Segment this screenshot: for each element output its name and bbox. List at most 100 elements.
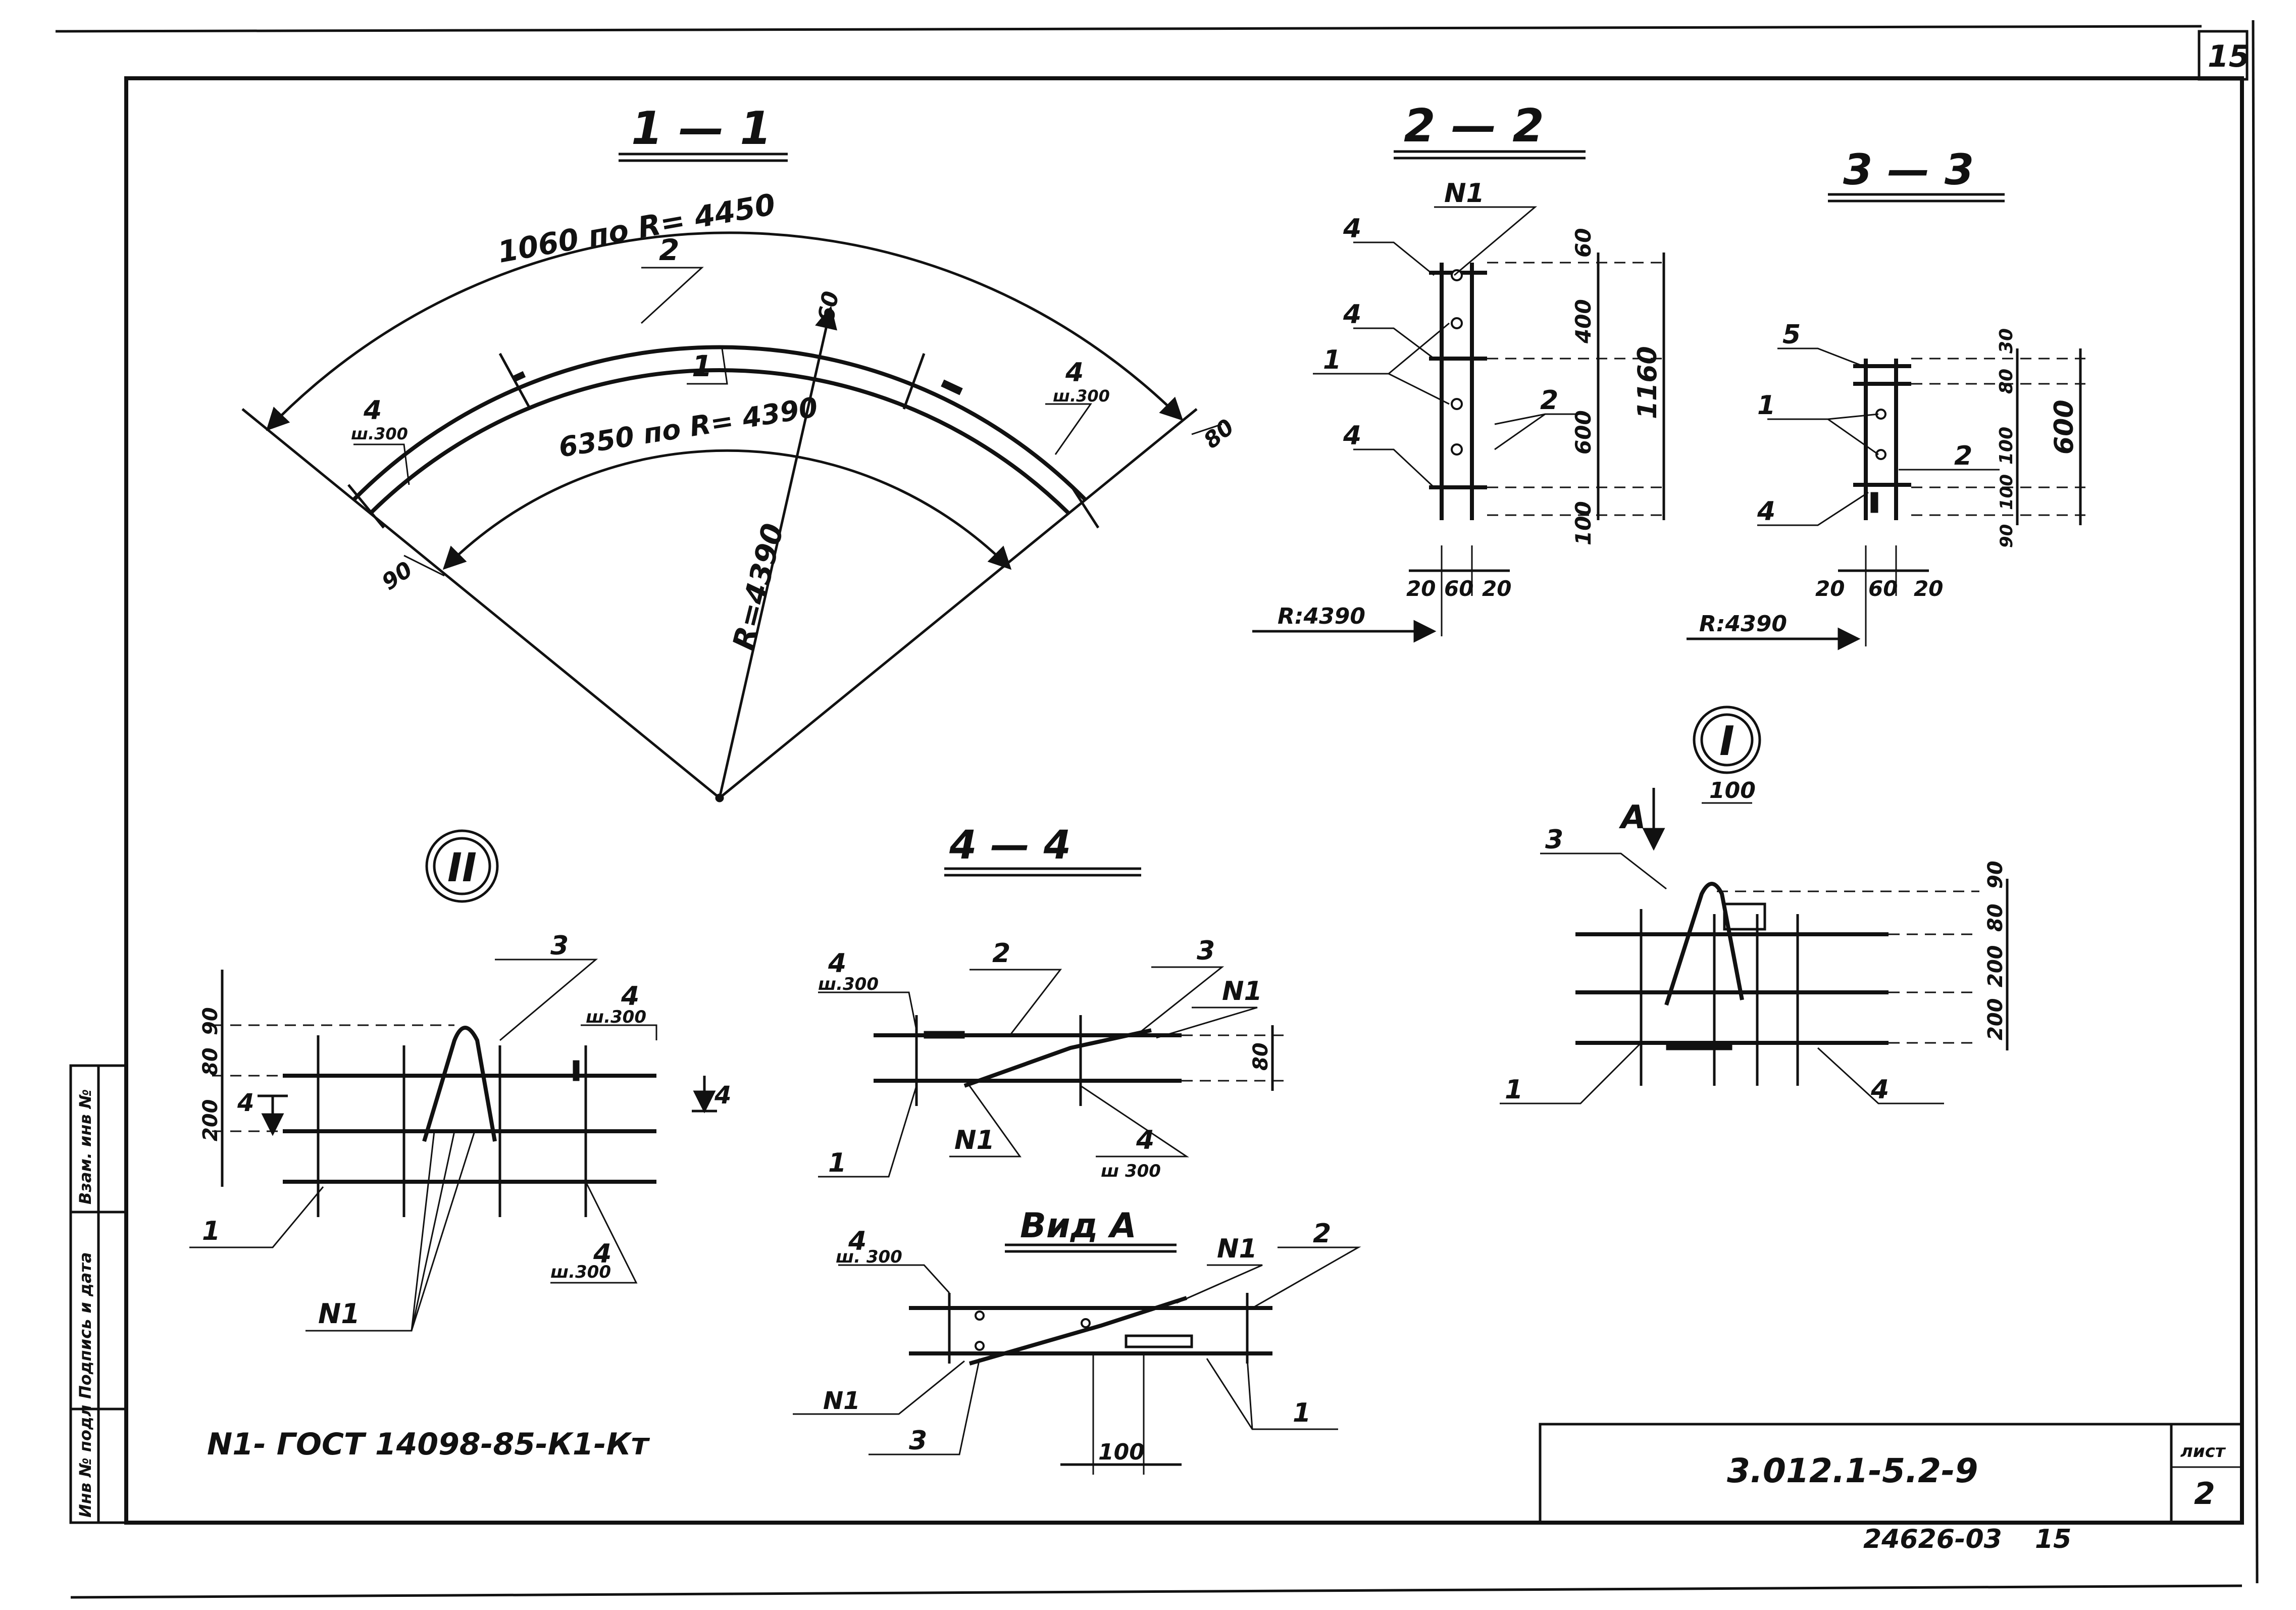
- node-2-marker-label: II: [447, 845, 477, 891]
- node-2-pos-4-top: 4: [621, 981, 639, 1012]
- node-1-view-arrow: A: [1618, 799, 1646, 836]
- node-2-step-bottom: ш.300: [550, 1262, 611, 1282]
- 4-4-pos-3: 3: [1197, 936, 1215, 966]
- node-1-dim-90: 90: [1984, 861, 2007, 889]
- view-a-step: ш. 300: [836, 1247, 902, 1267]
- arc-pos-2: 2: [659, 233, 679, 267]
- section-4-4-title: 4 — 4: [949, 823, 1071, 868]
- 2-2-pos-4-b: 4: [1343, 299, 1361, 330]
- inventory-number: 24626-03: [1863, 1524, 2002, 1554]
- 2-2-dim-60-b: 60: [1444, 576, 1473, 601]
- 4-4-pos-2: 2: [992, 938, 1010, 969]
- 4-4-dim-80: 80: [1249, 1042, 1272, 1071]
- 3-3-pos-2: 2: [1954, 441, 1972, 471]
- 2-2-pos-1: 1: [1323, 345, 1341, 375]
- node-1-dim-200-b: 200: [1984, 998, 2007, 1041]
- 4-4-step-top: ш.300: [818, 974, 879, 994]
- view-a-pos-3: 3: [909, 1426, 927, 1456]
- bottom-trim-line: [70, 1584, 2242, 1599]
- node-2-marker-outer: [425, 829, 499, 903]
- 4-4-n1-bottom: N1: [954, 1125, 995, 1155]
- view-a-n1-left: N1: [823, 1387, 860, 1415]
- stamp-original-inventory: Инв № подл: [76, 1405, 95, 1518]
- 2-2-dim-total: 1160: [1632, 346, 1663, 419]
- 2-2-dim-20-b: 20: [1482, 576, 1511, 601]
- 2-2-dim-60: 60: [1571, 228, 1596, 258]
- arc-step-left: ш.300: [351, 424, 408, 443]
- section-1-1: 1 — 1 90 80 60 1060 по R= 4450 6350 по R…: [241, 102, 1239, 802]
- node-1-dim-200-a: 200: [1984, 945, 2007, 988]
- 2-2-dim-400: 400: [1571, 299, 1596, 344]
- node-2-cut-right: 4: [714, 1081, 731, 1110]
- rebar-arc-inner: [370, 368, 1069, 514]
- 3-3-dim-total: 600: [2049, 399, 2079, 455]
- section-1-1-title: 1 — 1: [631, 102, 772, 155]
- corner-page-box: [2198, 30, 2249, 81]
- corner-page-number: 15: [2208, 39, 2250, 74]
- stamp-signature-date: Подпись и дата: [76, 1252, 95, 1399]
- 2-2-pos-4-a: 4: [1343, 214, 1361, 244]
- title-block: 3.012.1-5.2-9 лист 2 24626-03 15: [1539, 1423, 2243, 1554]
- view-a-pos-2: 2: [1313, 1219, 1331, 1249]
- node-2-dim-90: 90: [199, 1007, 222, 1035]
- section-4-4: 4 — 4 80 4 ш.300 2 3 N1 1 N1 4 ш 300: [818, 823, 1288, 1181]
- outer-arc-label: 1060 по R= 4450: [495, 187, 778, 270]
- node-1-pos-3: 3: [1545, 825, 1563, 855]
- arc-pos-4-right: 4: [1065, 358, 1084, 388]
- node-1-pos-4: 4: [1870, 1075, 1889, 1105]
- 3-3-dim-90: 90: [1997, 524, 2017, 548]
- arc-dim-90: 90: [377, 557, 417, 595]
- node-2: II 90 80 200 4 4 3 4 ш.300 4 ш.300 1: [189, 829, 731, 1332]
- 2-2-dim-20-a: 20: [1406, 576, 1436, 601]
- arc-dim-80: 80: [1199, 414, 1239, 454]
- inventory-page: 15: [2035, 1524, 2071, 1554]
- 4-4-anchor: [963, 1028, 1152, 1088]
- sheet-number: 2: [2194, 1476, 2215, 1512]
- node-1-pos-1: 1: [1505, 1075, 1523, 1105]
- node-2-n1: N1: [318, 1298, 360, 1330]
- section-2-2: 2 — 2 60 400 600 100 1160 N1 4 4 1 2: [1252, 99, 1666, 643]
- node-2-pos-1: 1: [202, 1216, 220, 1246]
- 4-4-pos-4-top: 4: [828, 948, 846, 979]
- node-1-dim-100: 100: [1709, 778, 1756, 803]
- title-block-box: [1539, 1423, 2243, 1524]
- inner-dim-arc: [442, 449, 1012, 570]
- 4-4-n1-top: N1: [1222, 976, 1262, 1007]
- 2-2-pos-2: 2: [1540, 385, 1558, 416]
- 3-3-dim-100-b: 100: [1997, 474, 2017, 510]
- 2-2-dim-100: 100: [1571, 501, 1596, 545]
- node-1-marker-inner: [1700, 713, 1754, 767]
- right-trim-line: [2252, 20, 2259, 1584]
- sheet-label: лист: [2180, 1441, 2226, 1462]
- outer-frame: [124, 76, 2244, 1525]
- rebar-arc-outer: [352, 345, 1087, 501]
- view-a-title: Вид А: [1020, 1206, 1137, 1246]
- 3-3-dim-60: 60: [1868, 576, 1898, 601]
- radial-right: [719, 408, 1198, 799]
- node-2-anchor-3: [422, 1026, 497, 1142]
- 3-3-dim-20-a: 20: [1815, 576, 1845, 601]
- 3-3-dim-20-b: 20: [1914, 576, 1943, 601]
- node-2-step-top: ш.300: [586, 1007, 646, 1027]
- radial-left: [241, 408, 721, 799]
- 3-3-pos-1: 1: [1757, 390, 1775, 421]
- 3-3-pos-4: 4: [1757, 496, 1775, 527]
- stamp-replace-inventory: Взам. инв №: [76, 1089, 95, 1204]
- node-1-marker-label: I: [1719, 718, 1734, 765]
- 4-4-pos-1: 1: [828, 1148, 846, 1178]
- drawing-frame: 15: [55, 20, 2259, 1599]
- arc-dim-60: 60: [813, 289, 844, 324]
- 4-4-pos-4-bottom: 4: [1136, 1125, 1154, 1155]
- node-1-dim-80: 80: [1984, 903, 2007, 932]
- 2-2-dim-600: 600: [1571, 410, 1596, 455]
- 2-2-radius: R:4390: [1278, 603, 1365, 629]
- node-1-anchor-3: [1664, 882, 1744, 1006]
- section-2-2-title: 2 — 2: [1404, 99, 1544, 153]
- radius-label: R=4390: [726, 520, 791, 653]
- 4-4-step-bottom: ш 300: [1101, 1161, 1161, 1181]
- node-1: I A 100 90 80 200 200 3 1 4: [1500, 706, 2009, 1105]
- arc-pos-1: 1: [692, 349, 712, 383]
- arc-step-right: ш.300: [1053, 386, 1110, 406]
- node-2-pos-3: 3: [550, 931, 569, 961]
